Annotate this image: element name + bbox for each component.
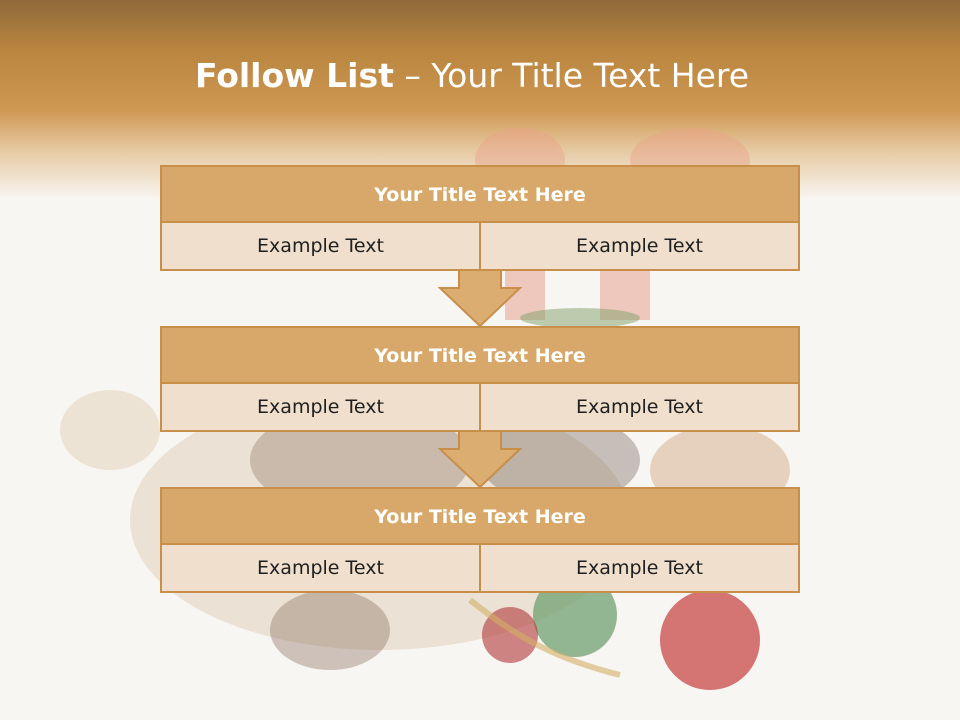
puppy-face	[480, 415, 640, 505]
block-title: Your Title Text Here	[162, 167, 798, 223]
block-row: Example Text Example Text	[162, 545, 798, 591]
slide-title-rest: – Your Title Text Here	[393, 56, 750, 95]
block-row: Example Text Example Text	[162, 384, 798, 430]
ornament-green	[533, 573, 617, 657]
pet-paw	[270, 590, 390, 670]
block-title: Your Title Text Here	[162, 328, 798, 384]
block-cell-left: Example Text	[162, 384, 479, 430]
list-block-2: Your Title Text Here Example Text Exampl…	[160, 326, 800, 432]
block-cell-right: Example Text	[479, 384, 798, 430]
block-row: Example Text Example Text	[162, 223, 798, 269]
block-cell-right: Example Text	[479, 223, 798, 269]
pet-paw	[60, 390, 160, 470]
list-block-3: Your Title Text Here Example Text Exampl…	[160, 487, 800, 593]
slide-title-bold: Follow List	[194, 56, 394, 95]
gold-ribbon	[468, 597, 621, 678]
down-arrow-icon	[438, 270, 522, 328]
headband	[520, 308, 640, 328]
list-block-1: Your Title Text Here Example Text Exampl…	[160, 165, 800, 271]
slide-title: Follow List – Your Title Text Here	[0, 52, 944, 100]
block-title: Your Title Text Here	[162, 489, 798, 545]
block-cell-left: Example Text	[162, 223, 479, 269]
ornament-red	[660, 590, 760, 690]
down-arrow-icon	[438, 431, 522, 489]
block-cell-left: Example Text	[162, 545, 479, 591]
block-cell-right: Example Text	[479, 545, 798, 591]
